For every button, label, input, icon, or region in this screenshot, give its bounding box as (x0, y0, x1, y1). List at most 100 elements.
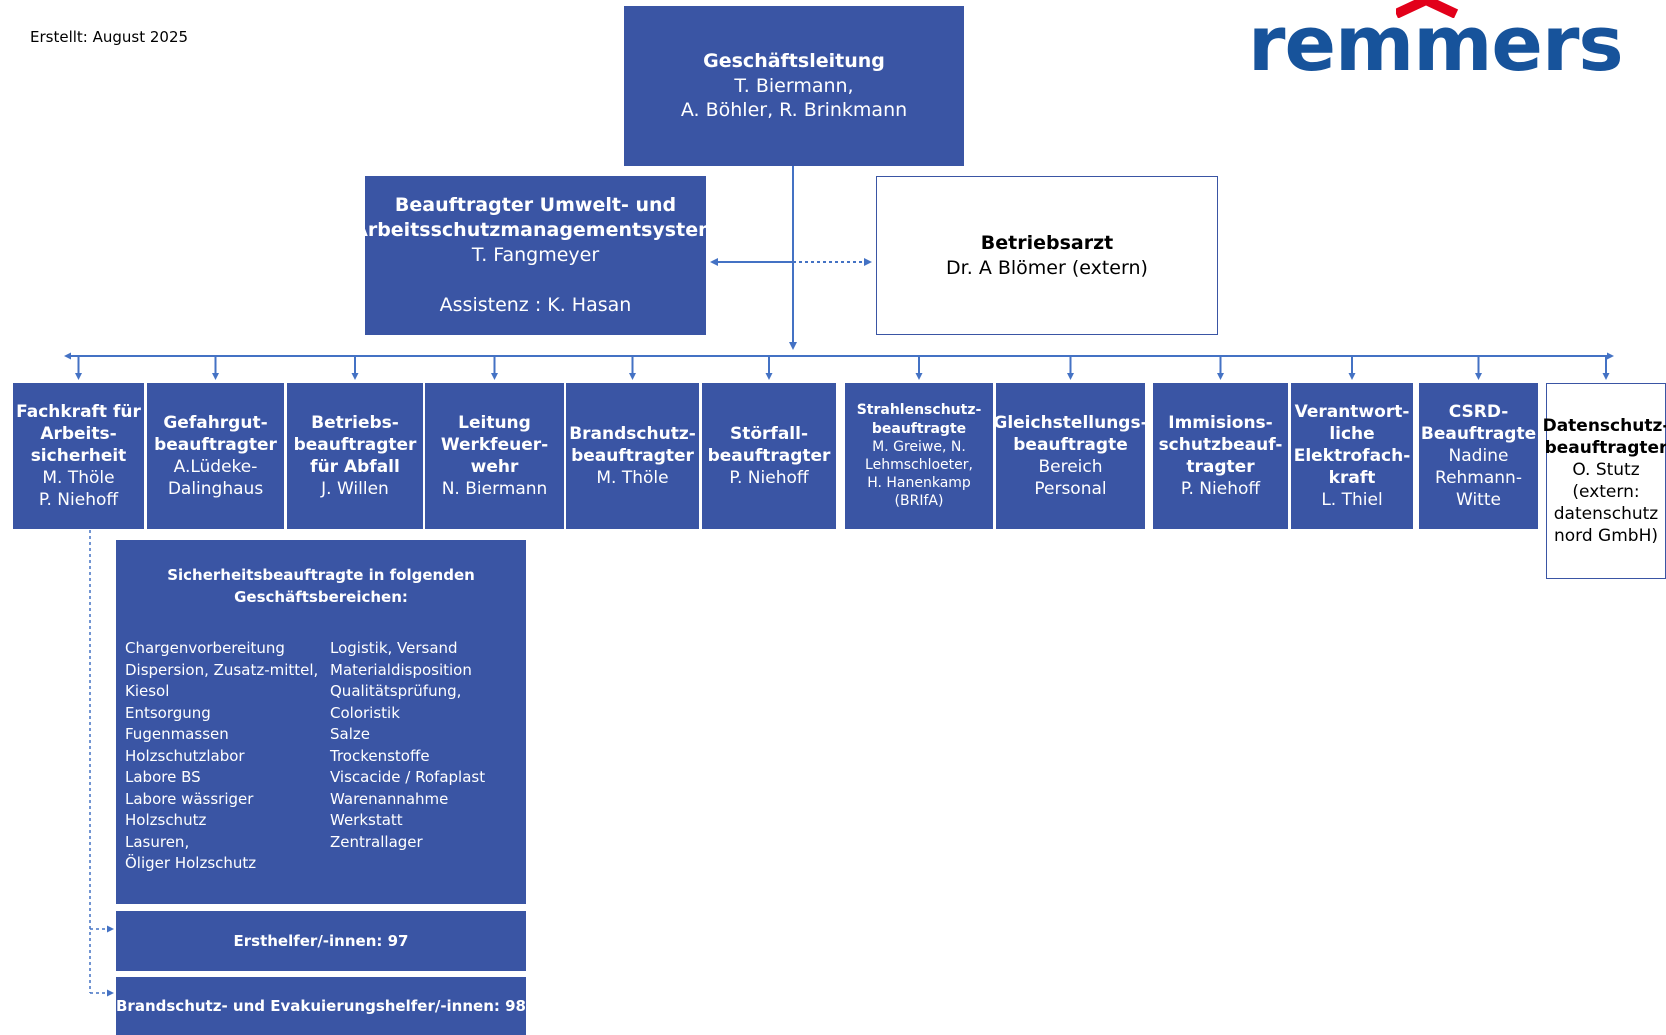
doctor-box: Betriebsarzt Dr. A Blömer (extern) (876, 176, 1218, 335)
officer-name-line: L. Thiel (1321, 490, 1383, 511)
officer-name-line: Nadine (1448, 445, 1509, 466)
officer-title-line: Gefahrgut- (163, 412, 268, 433)
logo-roof-icon (1396, 0, 1459, 18)
safety-area-item: Werkstatt (330, 811, 403, 829)
officer-name-line: M. Thöle (42, 468, 115, 489)
management-line1: T. Biermann, (734, 74, 854, 97)
officer-name-line: Dalinghaus (167, 479, 264, 500)
safety-officers-box: Sicherheitsbeauftragte in folgenden Gesc… (116, 540, 526, 904)
safety-area-item: Lasuren, (125, 832, 190, 851)
officer-title-line: beauftragte (1013, 434, 1128, 455)
safety-area-item: Fugenmassen (125, 725, 229, 743)
management-line2: A. Böhler, R. Brinkmann (680, 99, 908, 122)
officer-name-line: nord GmbH) (1553, 526, 1658, 547)
officer-name-line: J. Willen (321, 479, 389, 500)
ems-title-1: Beauftragter Umwelt- und (394, 194, 677, 217)
officer-title-line: CSRD- (1448, 401, 1509, 422)
officer-title-line: Datenschutz- (1542, 415, 1666, 436)
officer-name-line: A.Lüdeke- (173, 457, 258, 477)
officer-title-line: Störfall- (729, 423, 808, 444)
officer-title-line: beauftragter (707, 445, 831, 466)
safety-area-item: Dispersion, Zusatz-mittel, (125, 660, 319, 679)
safety-area-item: Chargenvorbereitung (125, 639, 285, 657)
officer-title-line: beauftragte (871, 420, 967, 437)
safety-area-item: Materialdisposition (330, 660, 472, 679)
safety-area-item: Öliger Holzschutz (125, 854, 257, 872)
officer-name-line: Bereich (1038, 457, 1103, 477)
officer-name-line: H. Hanenkamp (867, 475, 971, 492)
ems-assistant: Assistenz : K. Hasan (439, 294, 632, 317)
first-aid-box: Ersthelfer/-innen: 97 (116, 911, 526, 971)
management-title: Geschäftsleitung (703, 49, 885, 72)
remmers-logo: remmers (1248, 0, 1624, 84)
safety-area-item: Zentrallager (330, 832, 423, 851)
officer-title-line: Immisions- (1168, 412, 1273, 433)
officer-name-line: M. Greiwe, N. (872, 438, 966, 455)
safety-area-item: Holzschutzlabor (125, 746, 245, 765)
safety-area-item: Logistik, Versand (330, 639, 458, 657)
officer-name-line: Lehmschloeter, (865, 457, 973, 473)
officer-title-line: Werkfeuer- (440, 434, 549, 455)
safety-area-item: Warenannahme (330, 789, 449, 808)
safety-area-item: Entsorgung (125, 703, 211, 722)
officer-name-line: O. Stutz (1572, 459, 1640, 480)
officer-title-line: Leitung (458, 412, 531, 433)
safety-area-item: Labore wässriger (125, 789, 254, 808)
safety-area-item: Trockenstoffe (330, 746, 430, 765)
safety-area-item: Salze (330, 725, 370, 743)
safety-area-item: Qualitätsprüfung, (330, 682, 462, 700)
officer-title-line: Verantwort- (1294, 401, 1410, 422)
officer-title-line: Brandschutz- (569, 423, 696, 444)
safety-title-2: Geschäftsbereichen: (234, 588, 408, 606)
logo-wordmark: remmers (1248, 0, 1624, 88)
officer-title-line: beauftragter (154, 434, 277, 455)
ems-title-2: Arbeitsschutzmanagementsystem (353, 218, 718, 241)
officer-name-line: Personal (1034, 479, 1107, 500)
officer-name-line: M. Thöle (596, 468, 669, 489)
officer-title-line: beauftragter (571, 445, 694, 466)
officer-title-line: Beauftragte (1420, 423, 1537, 444)
officer-title-line: Elektrofach- (1293, 445, 1411, 466)
officer-title-line: kraft (1328, 468, 1376, 489)
ems-box: Beauftragter Umwelt- und Arbeitsschutzma… (353, 176, 718, 335)
created-date: Erstellt: August 2025 (30, 28, 189, 46)
officer-name-line: (BRIfA) (894, 493, 944, 510)
safety-title-1: Sicherheitsbeauftragte in folgenden (167, 566, 475, 584)
officer-title-line: Fachkraft für (16, 401, 141, 422)
doctor-name: Dr. A Blömer (extern) (946, 256, 1148, 279)
ems-name: T. Fangmeyer (471, 243, 600, 266)
officer-name-line: Witte (1456, 490, 1501, 511)
doctor-title: Betriebsarzt (980, 231, 1114, 254)
safety-area-item: Viscacide / Rofaplast (330, 768, 486, 786)
safety-area-item: Labore BS (125, 768, 201, 786)
management-box: Geschäftsleitung T. Biermann, A. Böhler,… (624, 6, 964, 166)
safety-area-item: Holzschutz (125, 811, 207, 829)
safety-area-item: Kiesol (125, 682, 170, 700)
officer-name-line: Rehmann- (1435, 468, 1522, 489)
officer-title-line: sicherheit (30, 445, 127, 466)
officer-title-line: Strahlenschutz- (856, 402, 982, 419)
officer-title-line: wehr (470, 457, 519, 477)
officer-title-line: tragter (1186, 457, 1255, 477)
officer-title-line: liche (1329, 423, 1375, 444)
officer-title-line: für Abfall (310, 457, 400, 477)
officer-name-line: datenschutz (1553, 504, 1659, 525)
officer-name-line: N. Biermann (441, 479, 548, 500)
officer-title-line: beauftragter (293, 434, 417, 455)
officer-title-line: beauftragter (1544, 437, 1666, 458)
officer-name-line: P. Niehoff (729, 468, 809, 489)
